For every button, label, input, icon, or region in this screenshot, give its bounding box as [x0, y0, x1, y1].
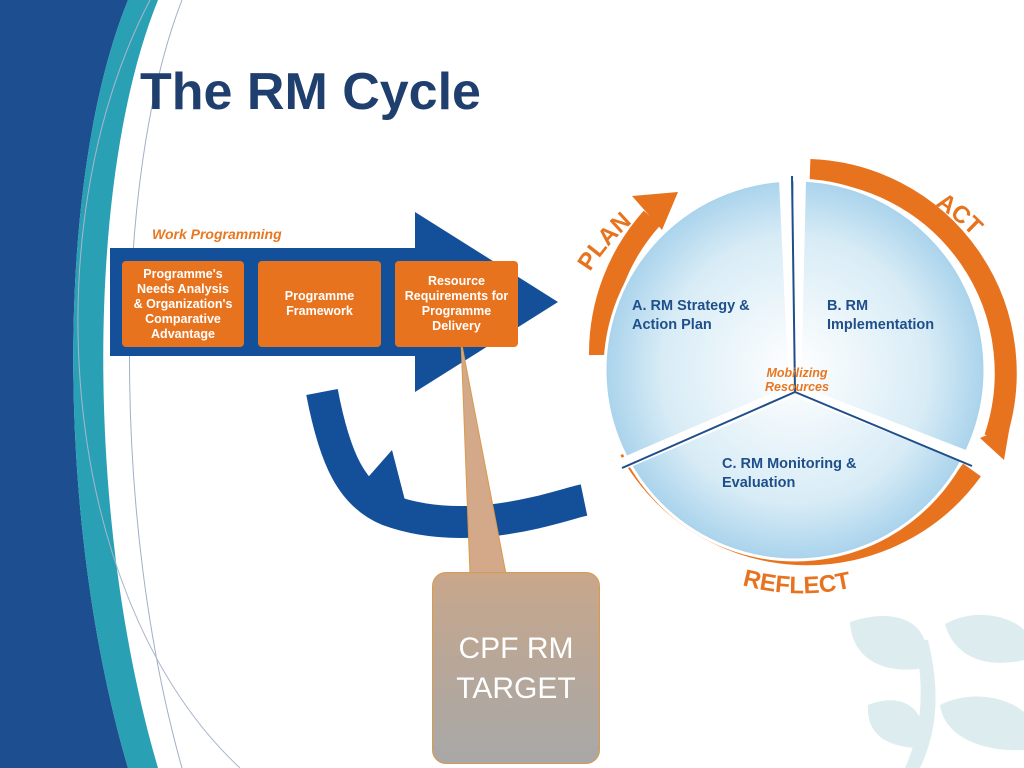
- box-resource-requirements: Resource Requirements for Programme Deli…: [395, 261, 518, 347]
- phase-label-reflect: REFLECT: [741, 565, 853, 600]
- mobilizing-resources-label: Mobilizing Resources: [765, 366, 829, 394]
- left-decorative-band: [0, 0, 241, 768]
- cpf-rm-target-callout: CPF RM TARGET: [432, 572, 600, 764]
- segment-rm-implementation: B. RM Implementation: [827, 298, 935, 333]
- work-programming-label: Work Programming: [152, 226, 282, 242]
- leaf-decoration: [850, 614, 1024, 768]
- return-arrow: [306, 388, 588, 538]
- segment-rm-monitoring: C. RM Monitoring & Evaluation: [722, 456, 857, 491]
- callout-pointer: [460, 339, 507, 575]
- rm-cycle-wheel: [588, 159, 1017, 566]
- slide-title: The RM Cycle: [140, 63, 481, 121]
- segment-rm-strategy: A. RM Strategy & Action Plan: [632, 298, 750, 333]
- box-programme-framework: Programme Framework: [258, 261, 381, 347]
- box-needs-analysis: Programme's Needs Analysis & Organizatio…: [122, 261, 244, 347]
